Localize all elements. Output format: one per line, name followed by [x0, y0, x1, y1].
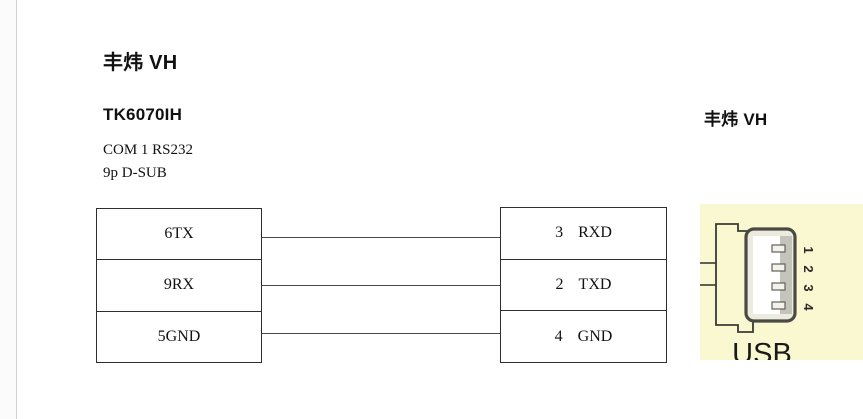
usb-caption: USB	[732, 338, 792, 360]
left-device-title: TK6070IH	[103, 105, 183, 124]
pin-number: 3	[555, 224, 564, 242]
wire-gnd-to-gnd	[262, 333, 500, 334]
pin-label: GND	[577, 327, 613, 345]
usb-plug-body-outline	[715, 223, 754, 333]
right-device-pin-box: 3 RXD 2 TXD 4 GND	[500, 207, 667, 363]
usb-contact-4	[771, 301, 786, 310]
wire-rx-to-txd	[262, 285, 500, 286]
page-left-margin-strip	[0, 0, 17, 419]
usb-pin-number-3: 3	[801, 284, 816, 291]
usb-contact-1	[771, 244, 786, 253]
usb-contact-3	[771, 282, 786, 291]
right-device-title: 丰炜 VH	[704, 110, 768, 129]
pin-label: TXD	[578, 276, 612, 293]
left-device-pin-box: 6TX 9RX 5GND	[96, 208, 262, 363]
pin-row-txd: 2 TXD	[501, 258, 666, 311]
pin-number: 4	[554, 327, 563, 345]
usb-pin-number-2: 2	[801, 265, 816, 272]
pin-row-tx: 6TX	[164, 225, 194, 243]
page-title: 丰炜 VH	[103, 52, 178, 75]
port-line: COM 1 RS232	[103, 142, 194, 158]
connector-line: 9p D-SUB	[103, 165, 167, 181]
wire-tx-to-rxd	[262, 237, 500, 238]
pin-row-gnd2: 4 GND	[501, 310, 666, 362]
usb-contact-2	[771, 263, 786, 272]
usb-contact-strip	[780, 236, 792, 314]
pin-label: RXD	[578, 224, 612, 242]
pin-row-rx: 9RX	[97, 259, 261, 310]
usb-pin-number-4: 4	[801, 303, 816, 311]
left-device-port-info: COM 1 RS232 9p D-SUB	[103, 139, 193, 185]
pin-row-rxd: 3 RXD	[501, 208, 666, 259]
pin-row-gnd: 5GND	[97, 310, 261, 362]
usb-connector-figure: 1 2 3 4 USB	[700, 204, 863, 360]
pin-number: 2	[555, 276, 564, 293]
usb-connector-drawing: 1 2 3 4 USB	[700, 223, 816, 360]
usb-pin-number-1: 1	[801, 246, 816, 253]
